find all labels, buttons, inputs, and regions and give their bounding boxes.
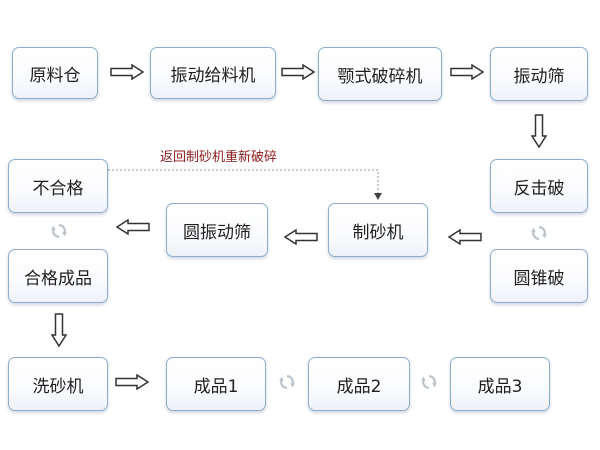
node-label: 原料仓 — [29, 65, 81, 86]
return-dotted-line — [108, 169, 379, 194]
node-circular-vibrating-screen: 圆振动筛 — [166, 203, 268, 257]
node-label: 成品1 — [193, 376, 239, 397]
arrow-circular-screen-to-result — [116, 219, 150, 235]
node-label: 成品3 — [477, 376, 523, 397]
arrow-screen-to-impact — [531, 114, 547, 148]
cycle-icon — [531, 226, 547, 240]
node-product-3: 成品3 — [450, 357, 550, 411]
node-label: 振动筛 — [513, 66, 565, 87]
node-qualified-product: 合格成品 — [8, 249, 108, 303]
node-label: 洗砂机 — [32, 376, 84, 397]
arrow-feeder-to-jaw — [281, 64, 315, 80]
arrow-sand-maker-to-circular-screen — [284, 229, 318, 245]
arrow-silo-to-feeder — [110, 64, 144, 80]
node-label: 圆振动筛 — [183, 222, 251, 243]
node-raw-silo: 原料仓 — [12, 47, 98, 99]
arrow-qualified-to-washer — [51, 313, 67, 347]
node-unqualified: 不合格 — [8, 159, 108, 213]
node-sand-washer: 洗砂机 — [8, 357, 108, 411]
cycle-icon — [421, 375, 437, 389]
node-label: 合格成品 — [24, 268, 92, 289]
node-vibrating-feeder: 振动给料机 — [150, 47, 276, 99]
arrow-washer-to-product1 — [115, 374, 149, 390]
node-label: 制砂机 — [352, 222, 404, 243]
node-sand-making-machine: 制砂机 — [328, 203, 428, 257]
arrow-cone-to-sand-maker — [448, 229, 482, 245]
node-label: 不合格 — [32, 178, 84, 199]
arrow-jaw-to-screen — [450, 64, 484, 80]
node-vibrating-screen: 振动筛 — [490, 47, 588, 101]
cycle-icon — [279, 375, 295, 389]
node-product-1: 成品1 — [166, 357, 266, 411]
node-impact-crusher: 反击破 — [490, 159, 588, 213]
node-jaw-crusher: 颚式破碎机 — [318, 47, 442, 101]
cycle-icon — [51, 224, 67, 238]
node-label: 振动给料机 — [170, 65, 256, 86]
node-product-2: 成品2 — [308, 357, 410, 411]
node-label: 反击破 — [513, 178, 565, 199]
return-annotation: 返回制砂机重新破碎 — [160, 150, 278, 165]
node-label: 成品2 — [336, 376, 382, 397]
return-arrowhead — [374, 193, 382, 200]
node-label: 圆锥破 — [513, 268, 565, 289]
node-label: 颚式破碎机 — [337, 66, 423, 87]
node-cone-crusher: 圆锥破 — [490, 249, 588, 303]
